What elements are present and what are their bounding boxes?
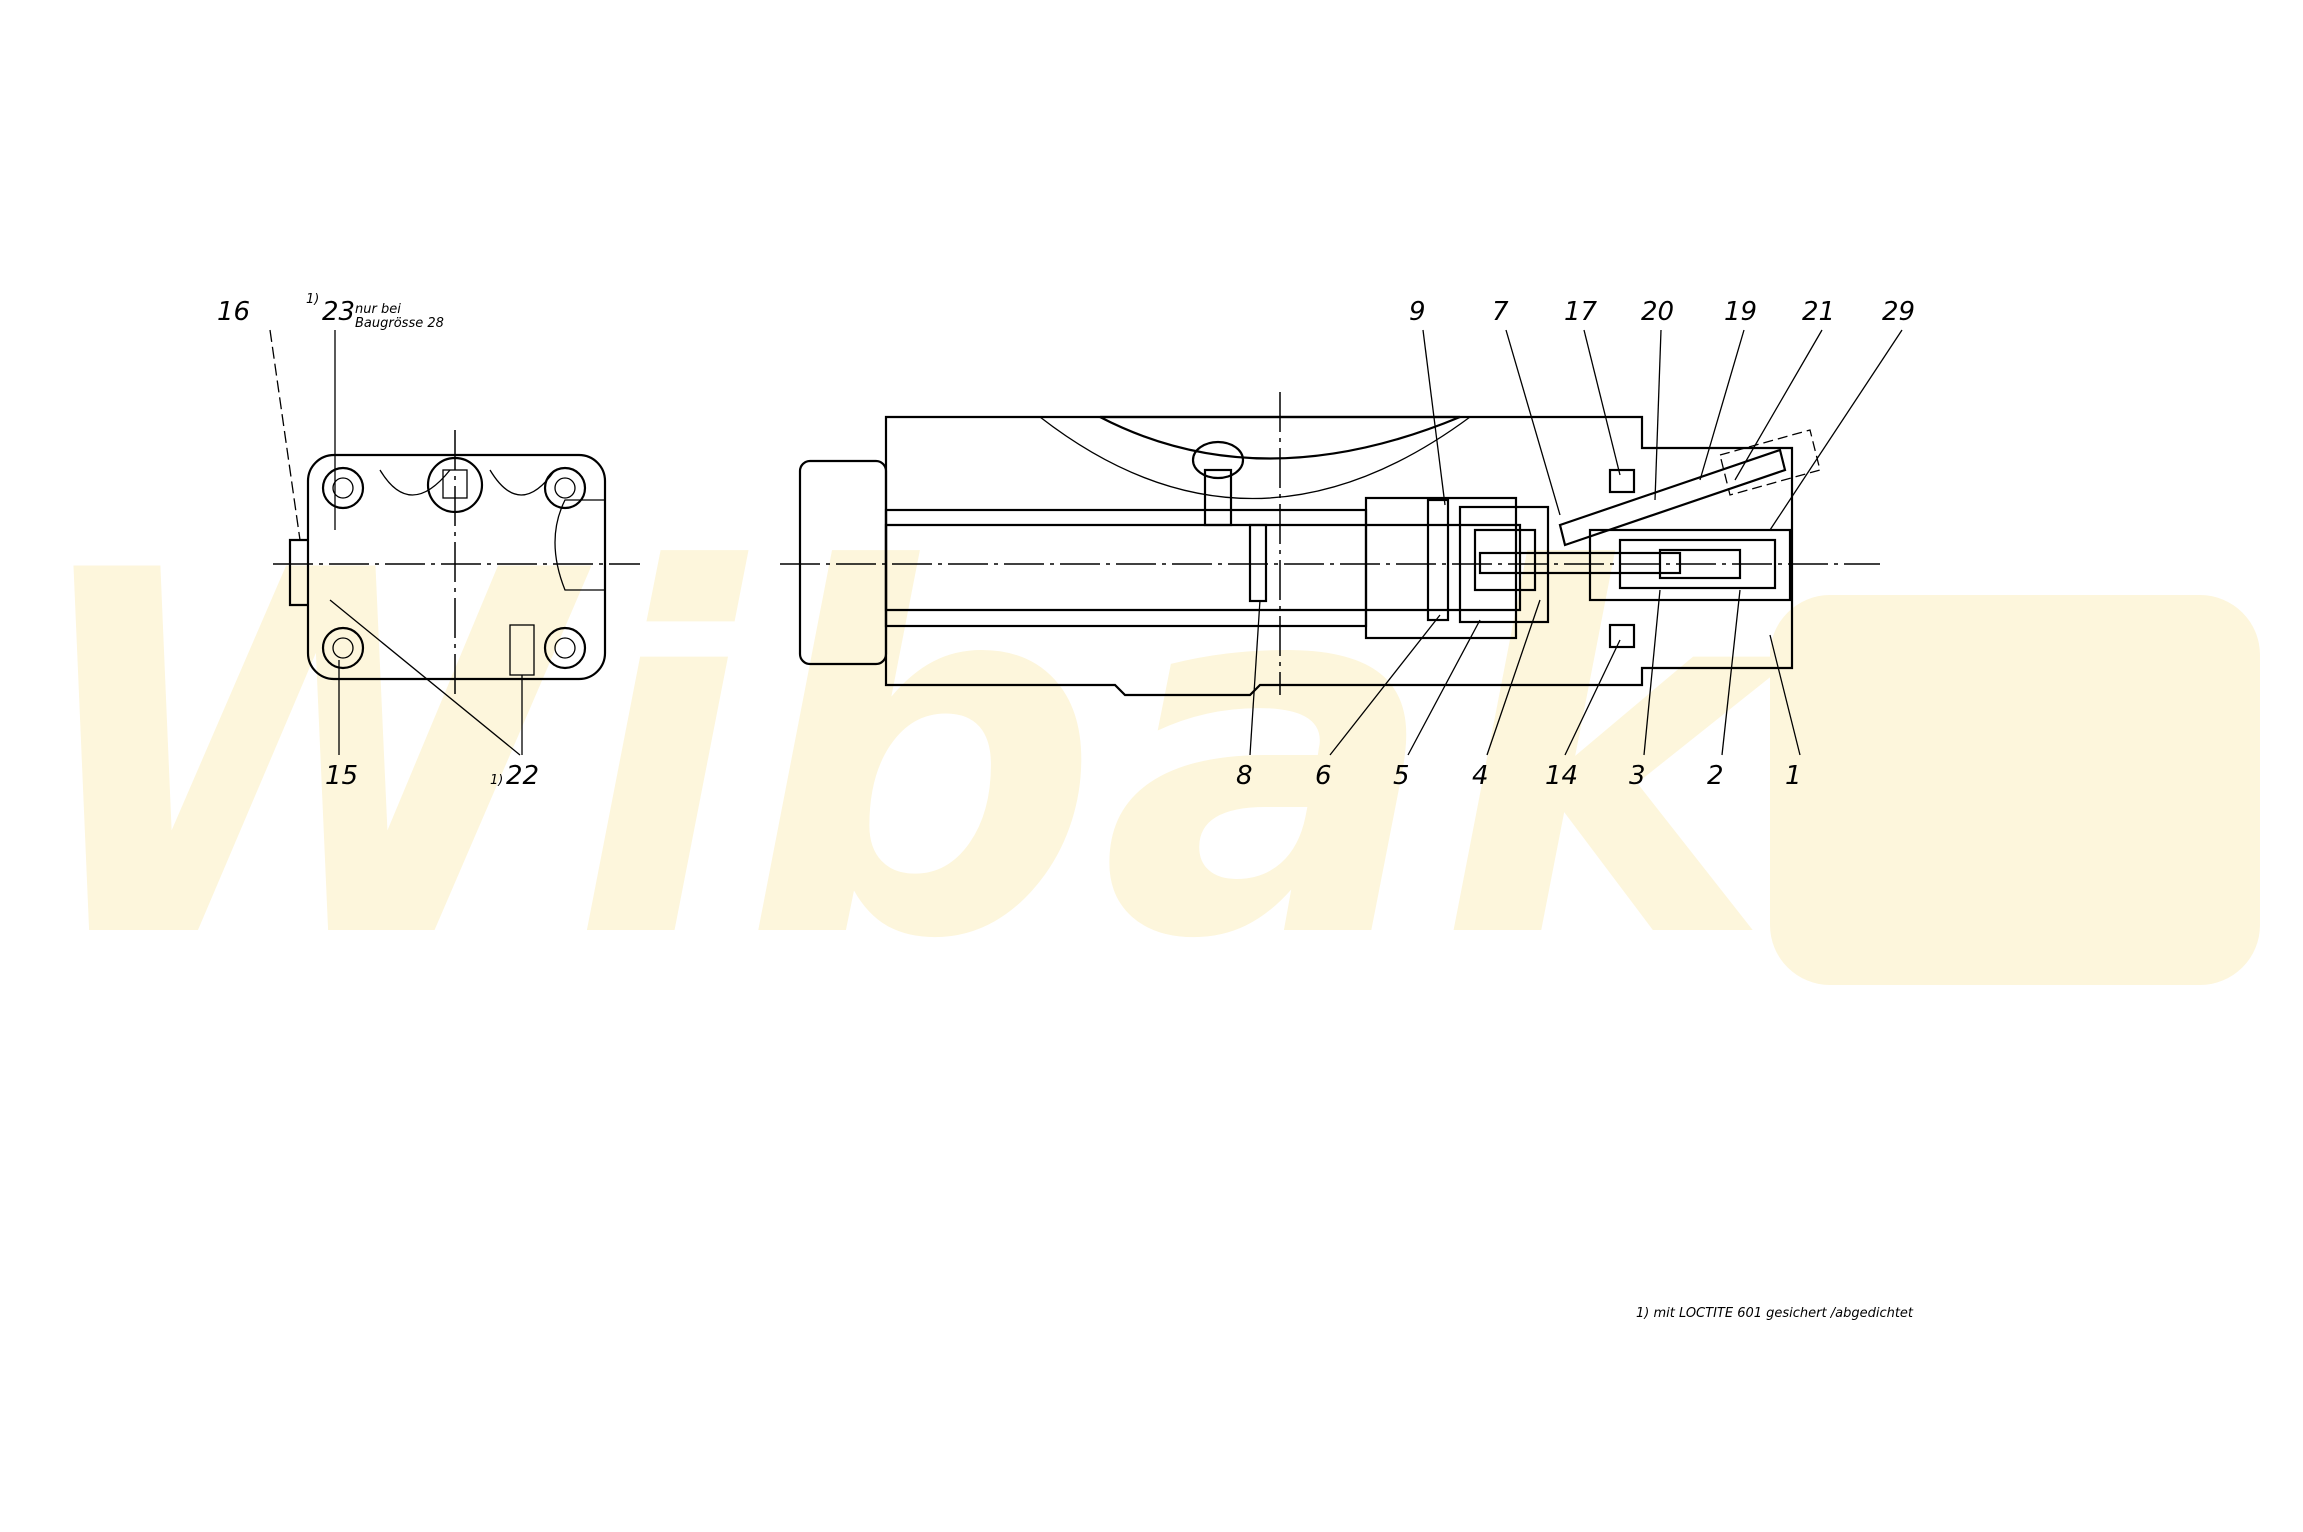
part-label-20: 20 [1641, 297, 1674, 327]
section-view [780, 392, 1880, 697]
footnote-mark-22: 1) [490, 773, 503, 788]
note-line-2: Baugrösse 28 [355, 316, 444, 331]
part-label-23: 23 [322, 297, 355, 327]
watermark-tractor-badge [1770, 595, 2260, 985]
watermark-logo: Wibako [20, 466, 2096, 1048]
part-label-3: 3 [1629, 761, 1646, 791]
part-label-19: 19 [1724, 297, 1757, 327]
part-label-6: 6 [1315, 761, 1332, 791]
footnote: 1) mit LOCTITE 601 gesichert /abgedichte… [1636, 1306, 1914, 1321]
part-label-21: 21 [1802, 297, 1835, 327]
top-part-labels: 9 7 17 20 19 21 29 [1409, 297, 1915, 531]
part-label-29: 29 [1882, 297, 1915, 327]
part-label-8: 8 [1236, 761, 1253, 791]
part-label-5: 5 [1393, 761, 1410, 791]
part-label-15: 15 [325, 761, 358, 791]
part-label-22: 22 [506, 761, 539, 791]
note-line-1: nur bei [355, 302, 401, 317]
part-label-14: 14 [1545, 761, 1578, 791]
part-label-1: 1 [1785, 761, 1802, 791]
part-label-2: 2 [1707, 761, 1724, 791]
part-label-16: 16 [217, 297, 250, 327]
part-label-17: 17 [1564, 297, 1598, 327]
part-label-7: 7 [1492, 297, 1509, 327]
footnote-mark-23: 1) [306, 292, 319, 307]
bottom-part-labels: 8 6 5 4 14 3 2 1 [1236, 589, 1802, 791]
part-label-4: 4 [1472, 761, 1489, 791]
part-label-9: 9 [1409, 297, 1426, 327]
